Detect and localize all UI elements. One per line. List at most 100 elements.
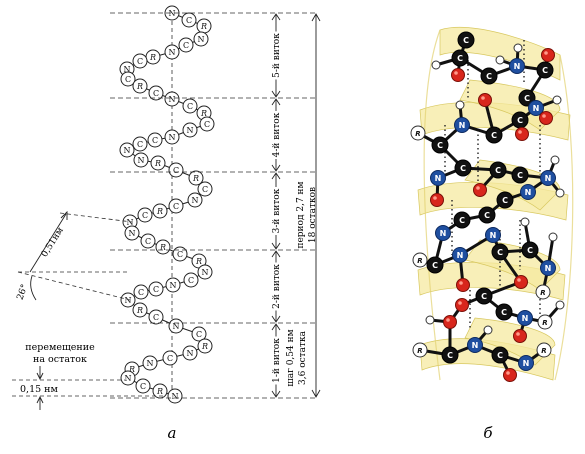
side-chain-atom <box>410 125 426 141</box>
residue-atom-label: C <box>153 285 159 294</box>
residue-atom-label: C <box>202 185 208 194</box>
residue-atom-label: R <box>128 365 135 374</box>
residue-atom-label: C <box>177 250 183 259</box>
residue-atom-circle <box>132 302 148 318</box>
angle-arc <box>30 275 37 301</box>
residue-atom-circle <box>197 338 213 354</box>
side-chain-atom-label: R <box>542 319 547 327</box>
oxygen-atom <box>455 298 469 312</box>
carbon-atom-label: C <box>460 164 466 173</box>
residue-atom-circle <box>164 91 180 107</box>
side-chain-atom <box>537 314 553 330</box>
residue-atom-label: R <box>201 342 208 351</box>
oxygen-atom <box>451 68 465 82</box>
carbon-atom <box>496 191 514 209</box>
residue-atom-circle <box>164 129 180 145</box>
residue-atom-circle <box>140 233 156 249</box>
arrow-up-icon <box>271 98 281 106</box>
label-mask <box>271 187 281 235</box>
label-mask <box>271 31 281 80</box>
residue-atom-circle <box>168 162 184 178</box>
residue-atom-label: C <box>186 16 192 25</box>
side-chain-atom-label: R <box>417 347 422 355</box>
nitrogen-atom <box>452 247 468 263</box>
residue-atom-label: N <box>138 156 145 165</box>
residue-atom-label: R <box>136 82 143 91</box>
residue-atom-label: R <box>154 159 161 168</box>
residue-atom-circle <box>167 388 183 404</box>
residue-atom-label: R <box>192 174 199 183</box>
oxygen-atom <box>503 368 517 382</box>
nitrogen-atom-label: N <box>545 174 552 183</box>
residue-atom-circle <box>168 318 184 334</box>
residue-atom-label: R <box>200 109 207 118</box>
nitrogen-atom-label: N <box>435 174 442 183</box>
oxygen-atom <box>456 278 470 292</box>
nitrogen-atom-label: N <box>490 231 497 240</box>
carbon-atom-label: C <box>542 66 548 75</box>
arrow-up-icon <box>36 395 44 404</box>
distance-label: 0,51нм <box>40 226 66 259</box>
arrow-up-icon <box>271 323 281 331</box>
nitrogen-atom-label: N <box>514 62 521 71</box>
carbon-atom <box>536 61 554 79</box>
carbon-atom <box>431 136 449 154</box>
nitrogen-atom <box>509 58 525 74</box>
hydrogen-atom <box>425 315 435 325</box>
nitrogen-atom-label: N <box>459 121 466 130</box>
residue-atom-circle <box>120 292 136 308</box>
residue-atom-circle <box>148 85 164 101</box>
residue-atom-label: N <box>172 392 179 401</box>
nitrogen-atom-label: N <box>523 359 530 368</box>
side-chain-atom <box>536 342 552 358</box>
period-label: период 2,7 нм <box>296 181 306 248</box>
residue-atom-circle <box>155 239 171 255</box>
carbon-atom-label: C <box>484 211 490 220</box>
arrow-down-icon <box>271 90 281 98</box>
carbon-atom <box>485 126 503 144</box>
arrow-down-icon <box>271 164 281 172</box>
arrow-down-icon <box>36 372 44 381</box>
residue-atom-label: C <box>145 237 151 246</box>
hydrogen-atom <box>495 55 505 65</box>
carbon-atom-label: C <box>437 141 443 150</box>
residue-atom-label: C <box>188 276 194 285</box>
residue-atom-label: N <box>169 95 176 104</box>
period-residues-label: 18 остатков <box>308 187 318 243</box>
arrow-up-icon <box>271 250 281 258</box>
residue-atom-circle <box>124 225 140 241</box>
residue-atom-label: N <box>169 133 176 142</box>
nitrogen-atom <box>454 117 470 133</box>
residue-atom-label: R <box>195 257 202 266</box>
residue-atom-label: C <box>125 75 131 84</box>
residue-atom-label: R <box>156 207 163 216</box>
residue-atom-label: N <box>170 281 177 290</box>
carbon-atom <box>454 159 472 177</box>
residue-atom-label: C <box>152 136 158 145</box>
residue-atom-circle <box>133 152 149 168</box>
residue-atom-circle <box>148 309 164 325</box>
oxygen-highlight <box>458 301 462 305</box>
residue-atom-label: R <box>149 53 156 62</box>
carbon-atom <box>491 243 509 261</box>
nitrogen-atom-label: N <box>545 264 552 273</box>
residue-atom-circle <box>150 155 166 171</box>
residue-atom-label: N <box>187 126 194 135</box>
arrow-up-icon <box>271 13 281 21</box>
arrow-down-icon <box>311 389 321 398</box>
angle-label: 26° <box>16 283 31 301</box>
turn-label: 3-й виток <box>272 188 282 233</box>
residue-atom-circle <box>172 246 188 262</box>
oxygen-highlight <box>433 196 437 200</box>
side-chain-atom-label: R <box>540 289 545 297</box>
residue-atom-label: N <box>169 48 176 57</box>
nitrogen-atom <box>520 184 536 200</box>
residue-atom-label: C <box>167 354 173 363</box>
carbon-atom-label: C <box>481 292 487 301</box>
nitrogen-atom-label: N <box>472 341 479 350</box>
nitrogen-atom <box>435 225 451 241</box>
oxygen-atom <box>443 315 457 329</box>
